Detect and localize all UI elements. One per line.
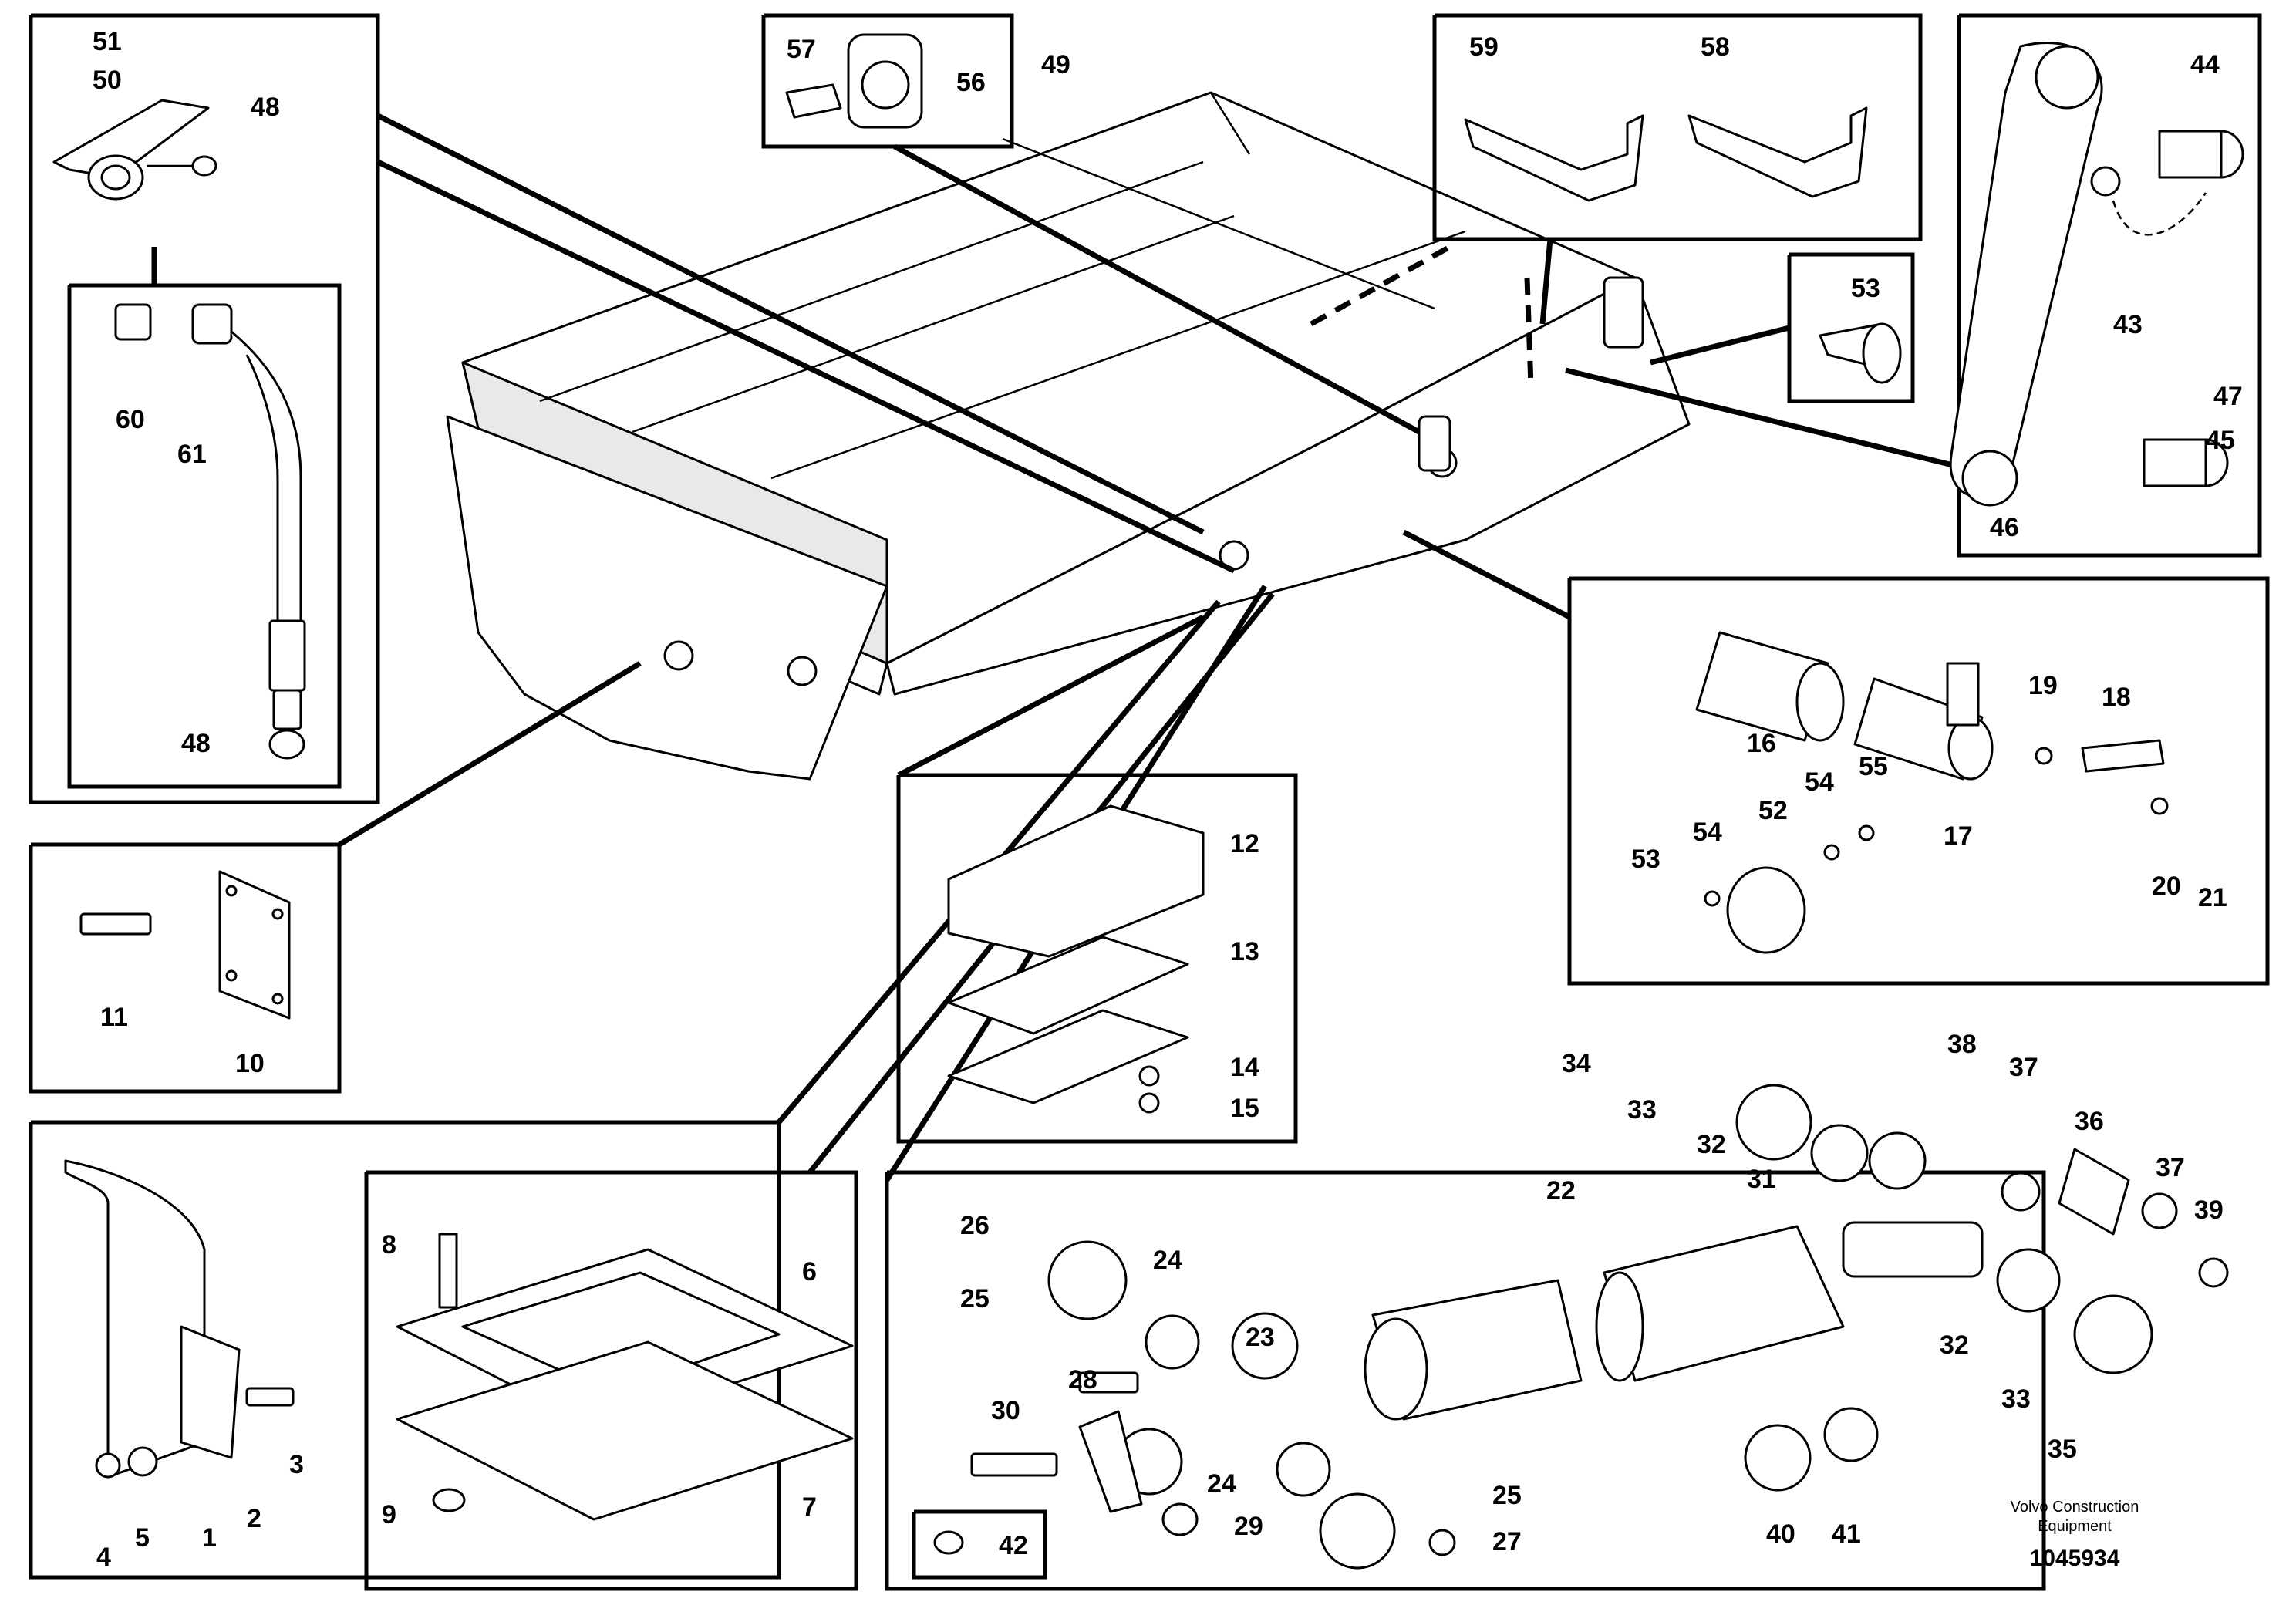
callout-33-left: 33 [1627, 1095, 1657, 1125]
callout-8: 8 [382, 1230, 396, 1259]
link-arm [1949, 42, 2244, 507]
credit-line-2: Equipment [2038, 1518, 2112, 1535]
callout-37-top: 37 [2009, 1053, 2038, 1082]
callout-34: 34 [1562, 1049, 1591, 1078]
callout-47: 47 [2213, 382, 2243, 411]
callout-42: 42 [999, 1531, 1028, 1560]
frames [29, 13, 2270, 1591]
callout-10: 10 [235, 1049, 265, 1078]
callout-12: 12 [1230, 829, 1259, 858]
callout-58: 58 [1701, 32, 1730, 62]
callout-31: 31 [1747, 1165, 1776, 1194]
callout-25-right: 25 [1492, 1481, 1522, 1510]
callout-5: 5 [135, 1523, 150, 1553]
document-number: 1045934 [2030, 1546, 2120, 1571]
callout-41: 41 [1832, 1519, 1861, 1549]
callout-24-bottom: 24 [1207, 1469, 1236, 1499]
callout-labels: 51 50 48 60 61 48 57 56 49 59 58 53 44 4… [93, 27, 2243, 1572]
plate-and-lock [785, 33, 923, 129]
credit-line-1: Volvo Construction [2011, 1499, 2139, 1516]
callout-54-left: 54 [1693, 818, 1722, 847]
callout-50: 50 [93, 66, 122, 95]
pad-plate [396, 1233, 854, 1521]
callout-35: 35 [2048, 1435, 2077, 1464]
callout-39: 39 [2194, 1195, 2224, 1225]
cover-plate [79, 870, 291, 1020]
callout-49: 49 [1041, 50, 1070, 79]
callout-27: 27 [1492, 1527, 1522, 1556]
callout-48-top: 48 [251, 93, 280, 122]
callout-60: 60 [116, 405, 145, 434]
callout-32-left: 32 [1697, 1130, 1726, 1159]
callout-44: 44 [2190, 50, 2220, 79]
callout-46: 46 [1990, 513, 2019, 542]
callout-56: 56 [956, 68, 986, 97]
callout-55: 55 [1859, 752, 1888, 781]
lock-bracket-assembly [52, 99, 217, 201]
callout-15: 15 [1230, 1094, 1259, 1123]
callout-24-top: 24 [1153, 1246, 1182, 1275]
callout-32-right: 32 [1940, 1330, 1969, 1360]
callout-18: 18 [2102, 683, 2131, 712]
covers [1464, 106, 1868, 202]
callout-28: 28 [1068, 1365, 1097, 1394]
callout-26: 26 [960, 1211, 990, 1240]
callout-16: 16 [1747, 729, 1776, 758]
callout-4: 4 [96, 1543, 111, 1572]
callout-52: 52 [1758, 796, 1788, 825]
callout-23: 23 [1246, 1323, 1275, 1352]
callout-37-bottom: 37 [2156, 1153, 2185, 1182]
callout-54-right: 54 [1805, 767, 1834, 797]
pivot-pin-assembly [1695, 631, 2169, 954]
callout-11: 11 [100, 1003, 128, 1032]
grease-hose [114, 303, 306, 760]
callout-20: 20 [2152, 872, 2181, 901]
callout-25-left: 25 [960, 1284, 990, 1313]
mud-guard [64, 1159, 295, 1479]
callout-38: 38 [1947, 1030, 1977, 1059]
callout-45: 45 [2206, 426, 2235, 455]
callout-30: 30 [991, 1396, 1020, 1425]
callout-48-bottom: 48 [181, 729, 211, 758]
callout-61: 61 [177, 440, 207, 469]
callout-36: 36 [2075, 1107, 2104, 1136]
callout-29: 29 [1234, 1512, 1263, 1541]
callout-22: 22 [1546, 1176, 1576, 1206]
callout-43: 43 [2113, 310, 2143, 339]
dump-body-main [446, 91, 1691, 781]
callout-21: 21 [2198, 883, 2227, 912]
callout-3: 3 [289, 1450, 304, 1479]
hydraulic-cylinder [933, 1084, 2229, 1570]
callout-9: 9 [382, 1500, 396, 1529]
callout-13: 13 [1230, 937, 1259, 966]
rubber-plug [1819, 322, 1902, 384]
callout-53-top: 53 [1851, 274, 1880, 303]
wear-pad-shims [947, 804, 1205, 1114]
footer: Volvo Construction Equipment 1045934 [2011, 1499, 2139, 1571]
callout-51: 51 [93, 27, 122, 56]
callout-7: 7 [802, 1492, 817, 1522]
callout-33-right: 33 [2001, 1384, 2031, 1414]
callout-2: 2 [247, 1504, 261, 1533]
callout-1: 1 [202, 1523, 217, 1553]
callout-17: 17 [1944, 821, 1973, 851]
callout-19: 19 [2028, 671, 2058, 700]
callout-6: 6 [802, 1257, 817, 1286]
callout-14: 14 [1230, 1053, 1259, 1082]
callout-53-bottom: 53 [1631, 845, 1660, 874]
callout-57: 57 [787, 35, 816, 64]
callout-40: 40 [1766, 1519, 1795, 1549]
callout-59: 59 [1469, 32, 1499, 62]
